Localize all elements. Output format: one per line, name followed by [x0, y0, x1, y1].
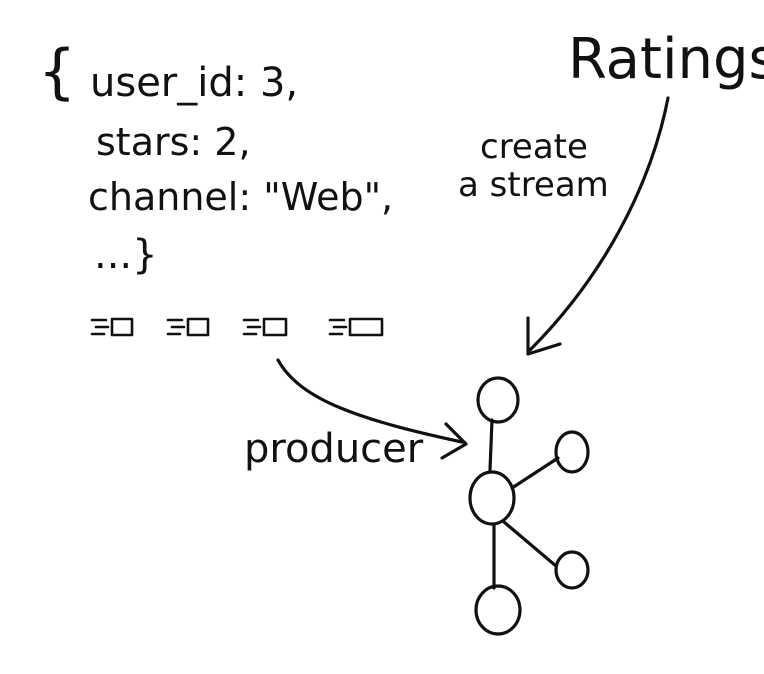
record-line-stars: stars: 2,	[96, 120, 251, 164]
node-top	[476, 376, 520, 424]
edge-center-right-bottom	[502, 520, 558, 568]
event-envelope-icon	[328, 317, 384, 337]
node-center	[468, 470, 516, 526]
stream-node-graph	[468, 376, 590, 636]
create-arrow	[526, 96, 670, 356]
edge-center-right-top	[510, 456, 560, 490]
event-messages	[90, 317, 384, 337]
create-label-line2: a stream	[458, 165, 609, 205]
node-right-top	[554, 430, 590, 474]
stream-title: Ratings	[568, 27, 764, 92]
producer-label: producer	[244, 426, 424, 472]
event-envelope-icon	[242, 317, 288, 337]
edge-top-center	[488, 418, 494, 472]
record-line-ellipsis: ...}	[94, 232, 158, 278]
event-envelope-icon	[90, 317, 134, 337]
producer-arrow	[276, 358, 468, 460]
record-line-user-id: user_id: 3,	[90, 60, 298, 106]
node-right-bottom	[554, 550, 590, 590]
record-snippet: { user_id: 3, stars: 2, channel: "Web", …	[38, 37, 393, 278]
record-open-brace: {	[38, 37, 76, 107]
event-envelope-icon	[166, 317, 210, 337]
create-label-line1: create	[480, 127, 588, 167]
record-line-channel: channel: "Web",	[88, 175, 393, 219]
node-bottom	[474, 584, 522, 636]
